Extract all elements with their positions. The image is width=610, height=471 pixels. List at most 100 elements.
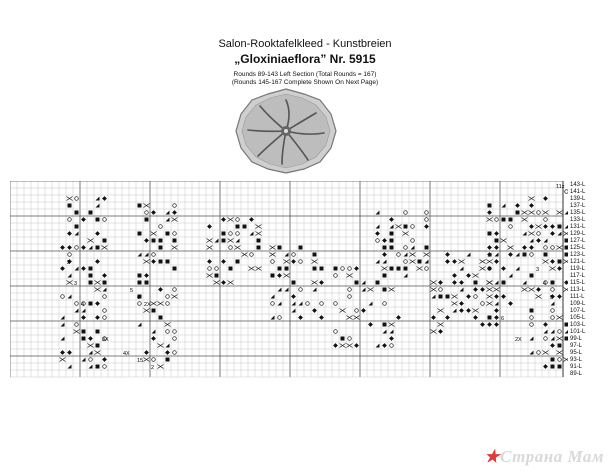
cross-symbol [556, 336, 563, 341]
diamond-symbol [522, 245, 527, 250]
decrease-symbol [165, 210, 170, 215]
yarnover-symbol [333, 273, 338, 278]
yarnover-symbol [347, 294, 352, 299]
yarnover-symbol [564, 189, 568, 194]
diamond-symbol [158, 287, 163, 292]
diamond-symbol [389, 217, 394, 222]
filled-square-symbol [508, 217, 513, 222]
cross-symbol [563, 287, 568, 292]
cross-symbol [143, 357, 150, 362]
decrease-symbol [81, 308, 86, 313]
diamond-symbol [473, 287, 478, 292]
filled-square-symbol [389, 231, 394, 236]
row-label: 141-L [570, 189, 586, 195]
diamond-symbol [529, 224, 534, 229]
cross-symbol [479, 266, 486, 271]
decrease-symbol [494, 252, 499, 257]
decrease-symbol [102, 287, 107, 292]
yarnover-symbol [529, 252, 534, 257]
filled-square-symbol [158, 245, 163, 250]
yarnover-symbol [487, 266, 492, 271]
cross-symbol [164, 322, 171, 327]
cross-symbol [283, 259, 290, 264]
filled-square-symbol [172, 266, 177, 271]
cross-symbol [521, 210, 528, 215]
cross-symbol [255, 266, 262, 271]
diamond-symbol [389, 336, 394, 341]
yarnover-symbol [403, 245, 408, 250]
cross-symbol [416, 266, 423, 271]
filled-square-symbol [389, 245, 394, 250]
yarnover-symbol [333, 329, 338, 334]
diamond-symbol [494, 245, 499, 250]
decrease-symbol [550, 336, 555, 341]
yarnover-symbol [333, 301, 338, 306]
diamond-symbol [67, 245, 72, 250]
decrease-symbol [375, 224, 380, 229]
cross-symbol [248, 266, 255, 271]
filled-square-symbol [298, 245, 303, 250]
diamond-symbol [494, 308, 499, 313]
decrease-symbol [291, 308, 296, 313]
cross-symbol [241, 252, 248, 257]
decrease-symbol [95, 203, 100, 208]
pattern-name: „Gloxiniaeflora” Nr. 5915 [234, 52, 376, 66]
decrease-symbol [60, 336, 65, 341]
yarnover-symbol [543, 336, 548, 341]
filled-square-symbol [137, 273, 142, 278]
diamond-symbol [557, 266, 562, 271]
diamond-symbol [543, 224, 548, 229]
filled-square-symbol [228, 266, 233, 271]
cross-symbol [486, 280, 493, 285]
diamond-symbol [494, 294, 499, 299]
cell-mark: 15 [137, 358, 143, 364]
cross-symbol [402, 231, 409, 236]
yarnover-symbol [305, 301, 310, 306]
decrease-symbol [375, 343, 380, 348]
decrease-symbol [466, 252, 471, 257]
diamond-symbol [144, 273, 149, 278]
diamond-symbol [543, 364, 548, 369]
cell-mark: 4 [543, 281, 546, 287]
diamond-symbol [144, 238, 149, 243]
filled-square-symbol [564, 245, 568, 250]
filled-square-symbol [529, 308, 534, 313]
filled-square-symbol [564, 322, 568, 327]
filled-square-symbol [81, 336, 86, 341]
decrease-symbol [74, 231, 79, 236]
filled-square-symbol [172, 238, 177, 243]
yarnover-symbol [270, 259, 275, 264]
filled-square-symbol [382, 287, 387, 292]
yarnover-symbol [249, 252, 254, 257]
decrease-symbol [249, 231, 254, 236]
decrease-symbol [550, 301, 555, 306]
filled-square-symbol [88, 301, 93, 306]
diamond-symbol [375, 231, 380, 236]
row-label: 131-L [570, 224, 586, 230]
diamond-symbol [151, 210, 156, 215]
diamond-symbol [361, 308, 366, 313]
row-label: 125-L [570, 245, 586, 251]
row-label: 129-L [570, 231, 586, 237]
filled-square-symbol [515, 210, 520, 215]
decrease-symbol [284, 252, 289, 257]
row-label: 137-L [570, 203, 586, 209]
filled-square-symbol [235, 224, 240, 229]
cross-symbol [542, 350, 549, 355]
yarnover-symbol [137, 301, 142, 306]
filled-square-symbol [543, 252, 548, 257]
yarnover-symbol [403, 259, 408, 264]
row-label: 93-L [570, 357, 583, 363]
filled-square-symbol [151, 308, 156, 313]
filled-square-symbol [137, 203, 142, 208]
diamond-symbol [459, 308, 464, 313]
diamond-symbol [95, 231, 100, 236]
decrease-symbol [403, 252, 408, 257]
cross-symbol [157, 364, 164, 369]
decrease-symbol [361, 280, 366, 285]
row-label: 121-L [570, 259, 586, 265]
diamond-symbol [319, 315, 324, 320]
cross-symbol [227, 217, 234, 222]
chart-symbols [59, 189, 568, 369]
diamond-symbol [557, 294, 562, 299]
